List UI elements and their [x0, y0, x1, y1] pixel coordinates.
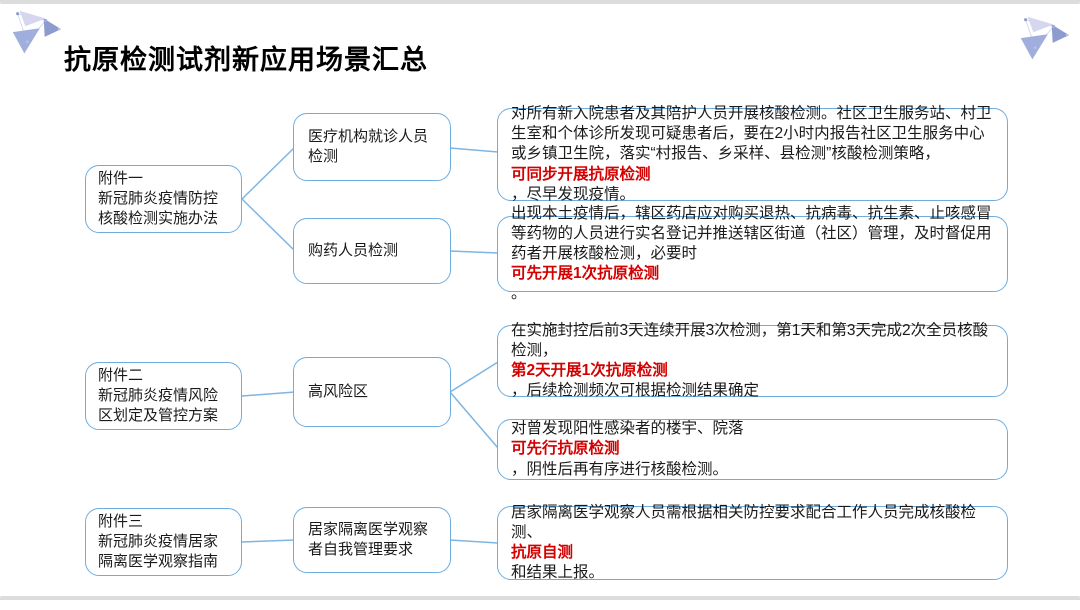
connector-line — [449, 539, 499, 544]
detail-text: 居家隔离医学观察人员需根据相关防控要求配合工作人员完成核酸检测、 — [511, 503, 977, 541]
connector-line — [449, 250, 499, 254]
highlighted-text: 可先开展1次抗原检测 — [511, 265, 660, 283]
connector-line — [241, 146, 296, 200]
detail-text: ，后续检测频次可根据检测结果确定 — [511, 382, 760, 400]
detail-lockdown-testing-box: 在实施封控后前3天连续开展3次检测，第1天和第3天完成2次全员核酸检测， 第2天开… — [497, 322, 1008, 399]
detail-text: 和结果上报。 — [511, 564, 605, 582]
detail-text: 对所有新入院患者及其陪护人员开展核酸检测。社区卫生服务站、村卫生室和个体诊所发现… — [511, 105, 992, 163]
highlighted-text: 可先行抗原检测 — [511, 440, 620, 458]
connector-line — [241, 198, 296, 252]
attachment-3-box: 附件三 新冠肺炎疫情居家 隔离医学观察指南 — [85, 508, 242, 576]
connector-line — [449, 391, 499, 449]
detail-text: ，阴性后再有序进行核酸检测。 — [511, 460, 729, 478]
scenario-drug-purchaser-box: 购药人员检测 — [293, 218, 451, 284]
detail-home-quarantine-box: 居家隔离医学观察人员需根据相关防控要求配合工作人员完成核酸检测、抗原自测和结果上… — [497, 503, 1008, 582]
attachment-2-box: 附件二 新冠肺炎疫情风险 区划定及管控方案 — [85, 362, 242, 430]
detail-text: 。 — [511, 285, 527, 303]
connector-line — [449, 361, 499, 393]
detail-medical-institution-box: 对所有新入院患者及其陪护人员开展核酸检测。社区卫生服务站、村卫生室和个体诊所发现… — [497, 105, 1008, 203]
detail-text: 在实施封控后前3天连续开展3次检测，第1天和第3天完成2次全员核酸检测， — [511, 321, 989, 359]
connector-line — [449, 147, 499, 153]
page-title: 抗原检测试剂新应用场景汇总 — [64, 45, 428, 75]
detail-text: 对曾发现阳性感染者的楼宇、院落 — [511, 420, 744, 438]
detail-positive-buildings-box: 对曾发现阳性感染者的楼宇、院落可先行抗原检测 ，阴性后再有序进行核酸检测。 — [497, 419, 1008, 480]
scenario-high-risk-area-box: 高风险区 — [293, 357, 451, 427]
scenario-home-quarantine-box: 居家隔离医学观察 者自我管理要求 — [293, 507, 451, 573]
attachment-1-box: 附件一 新冠肺炎疫情防控 核酸检测实施办法 — [85, 165, 242, 233]
detail-text: 出现本土疫情后，辖区药店应对购买退热、抗病毒、抗生素、止咳感冒等药物的人员进行实… — [511, 204, 992, 262]
highlighted-text: 可同步开展抗原检测 — [511, 165, 651, 183]
slide-bottom-edge — [0, 596, 1080, 600]
highlighted-text: 第2天开展1次抗原检测 — [511, 362, 668, 379]
detail-drug-purchaser-box: 出现本土疫情后，辖区药店应对购买退热、抗病毒、抗生素、止咳感冒等药物的人员进行实… — [497, 205, 1008, 302]
connector-line — [241, 391, 296, 397]
detail-text: ，尽早发现疫情。 — [511, 185, 636, 203]
slide-top-edge — [0, 0, 1080, 4]
connector-line — [241, 539, 296, 543]
highlighted-text: 抗原自测 — [511, 544, 574, 561]
scenario-medical-institution-box: 医疗机构就诊人员 检测 — [293, 113, 451, 181]
